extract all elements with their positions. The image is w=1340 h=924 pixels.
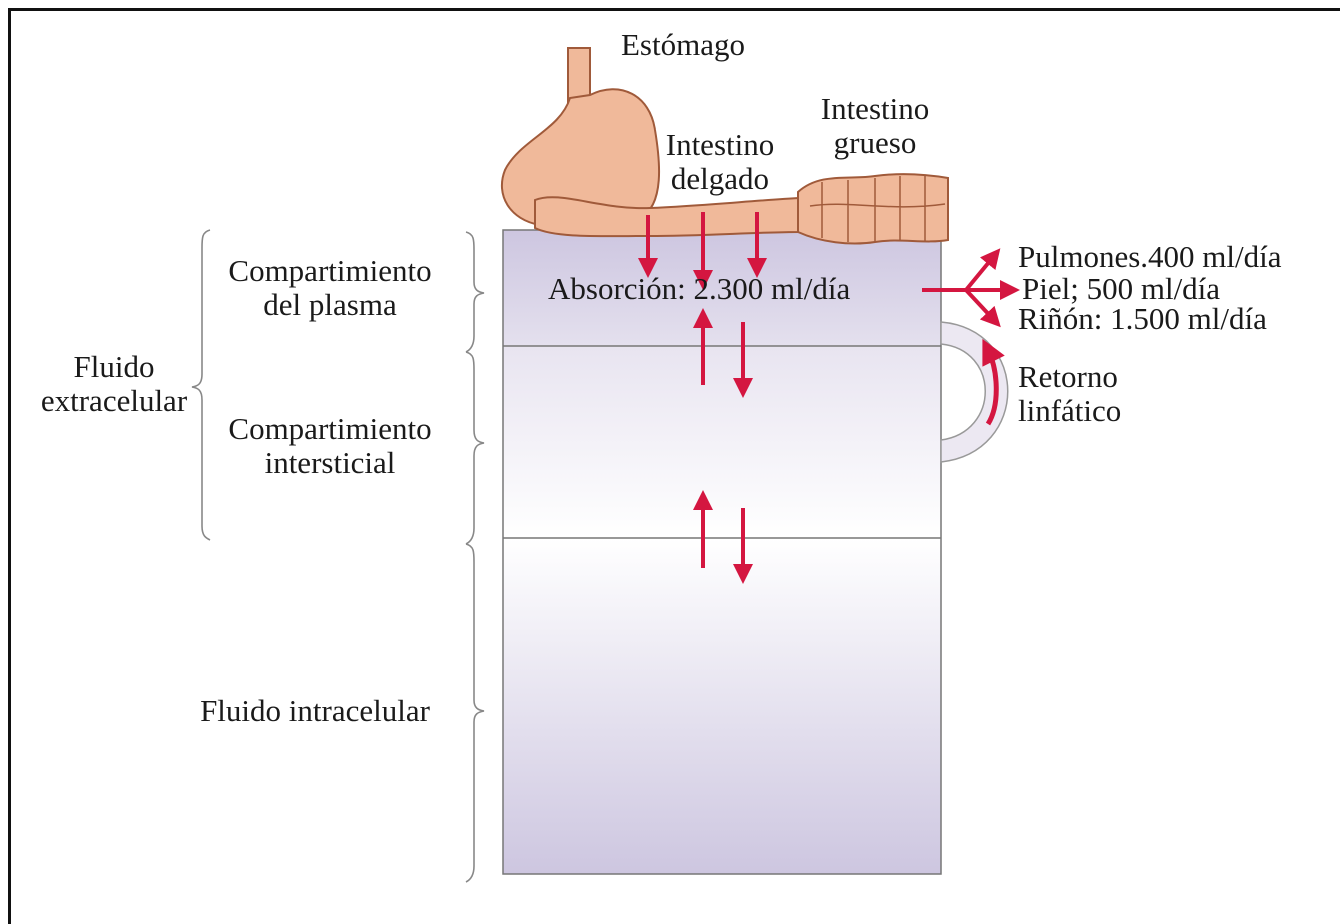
interstitial-brace <box>466 352 484 544</box>
small-intestine-shape <box>535 197 800 236</box>
stomach-label: Estómago <box>598 28 768 62</box>
kidney-arrow <box>966 290 994 320</box>
lungs-output-label: Pulmones.400 ml/día <box>1018 240 1282 274</box>
small-intestine-label: Intestino delgado <box>640 128 800 196</box>
intracellular-compartment <box>503 538 941 874</box>
plasma-brace <box>466 232 484 352</box>
lungs-arrow <box>966 256 994 290</box>
braces <box>192 230 484 882</box>
intracellular-brace <box>466 544 484 882</box>
compartment-column <box>503 230 941 874</box>
lymphatic-return-label: Retorno linfático <box>1018 360 1121 428</box>
large-intestine-label: Intestino grueso <box>800 92 950 160</box>
kidney-output-label: Riñón: 1.500 ml/día <box>1018 302 1267 336</box>
extracellular-fluid-label: Fluido extracelular <box>22 350 206 418</box>
intracellular-fluid-label: Fluido intracelular <box>170 694 460 728</box>
interstitial-compartment-label: Compartimiento intersticial <box>205 412 455 480</box>
absorption-label: Absorción: 2.300 ml/día <box>548 272 850 306</box>
interstitial-compartment <box>503 346 941 538</box>
plasma-compartment-label: Compartimiento del plasma <box>205 254 455 322</box>
